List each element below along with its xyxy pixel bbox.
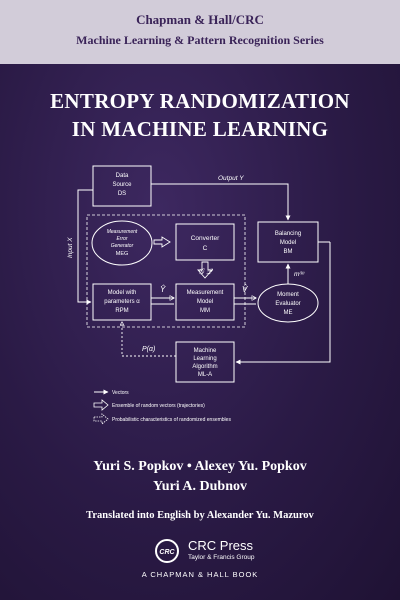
gq-label: 𝒢 𝒬 [198,267,213,276]
vhat-label: V̂ [242,285,248,294]
converter-to-mm-arrow [197,261,213,279]
mla-label-3: Algorithm [192,364,217,370]
mm-label-1: Measurement [187,290,224,296]
rpm-label-3: RPM [115,308,128,314]
legend-vectors: Vectors [112,390,129,396]
publisher-block: CRC CRC Press Taylor & Francis Group A C… [140,536,260,586]
ds-label-1: Data [116,173,129,179]
authors-line1: Yuri S. Popkov • Alexey Yu. Popkov [93,459,307,474]
input-label: Input X [67,237,74,258]
publisher-name: CRC Press [188,538,254,553]
mla-label-1: Machine [194,348,217,354]
authors-line2: Yuri A. Dubnov [152,479,248,494]
converter-box [175,223,235,261]
output-label: Output Y [218,175,244,182]
block-diagram: Data Source DS Measurement Error Generat… [67,165,331,425]
meg-to-converter-arrow [153,236,171,248]
crc-press-logo-icon: CRC [155,539,179,563]
legend-ensemble: Ensemble of random vectors (trajectories… [112,403,205,409]
book-title-line1: ENTROPY RANDOMIZATION [50,89,350,113]
yhat-label: Ŷ [160,285,166,294]
me-label-2: Evaluator [275,301,300,307]
legend-prob-arrow [93,413,109,425]
book-title-line2: IN MACHINE LEARNING [71,117,329,141]
mla-to-rpm-arrow [122,322,176,357]
series-band: Chapman & Hall/CRC Machine Learning & Pa… [0,0,400,64]
rpm-box [92,283,152,321]
conv-label-1: Converter [191,235,220,242]
rpm-label-2: parameters α [104,299,140,305]
bm-label-3: BM [284,249,293,255]
imprint-label: A CHAPMAN & HALL BOOK [141,570,259,579]
legend-ensemble-arrow [93,399,109,411]
me-label-3: ME [284,310,293,316]
rpm-label-1: Model with [108,290,137,296]
series-name: Machine Learning & Pattern Recognition S… [76,33,324,47]
meg-label-2: Error [116,236,127,242]
data-source-box [92,165,152,207]
publisher-group: Taylor & Francis Group [188,554,255,561]
output-arrow [151,183,291,221]
legend-probabilistic: Probabilistic characteristics of randomi… [112,417,231,423]
bm-label-2: Model [280,240,296,246]
series-publisher: Chapman & Hall/CRC [136,12,264,27]
meg-ellipse [91,220,153,266]
mla-box [175,341,235,383]
ds-label-3: DS [118,191,126,197]
mm-label-2: Model [197,299,213,305]
mm-label-3: MM [200,308,210,314]
ds-label-2: Source [112,182,132,188]
meg-label-1: Measurement [107,229,138,235]
p-label: P(α) [142,346,155,353]
translator-credit: Translated into English by Alexander Yu.… [86,510,314,521]
meg-label-4: MEG [116,251,129,257]
crc-logo-text: CRC [159,549,175,556]
me-label-1: Moment [277,292,299,298]
mm-box [175,283,235,321]
bm-to-mla-arrow [235,242,331,365]
meg-label-3: Generator [111,243,134,249]
conv-label-2: C [203,245,208,252]
m-label: m⁽ᵏ⁾ [294,271,305,278]
input-arrow [77,189,93,305]
mla-label-4: ML-A [198,372,212,378]
bm-label-1: Balancing [275,231,301,237]
mla-label-2: Learning [193,356,216,362]
